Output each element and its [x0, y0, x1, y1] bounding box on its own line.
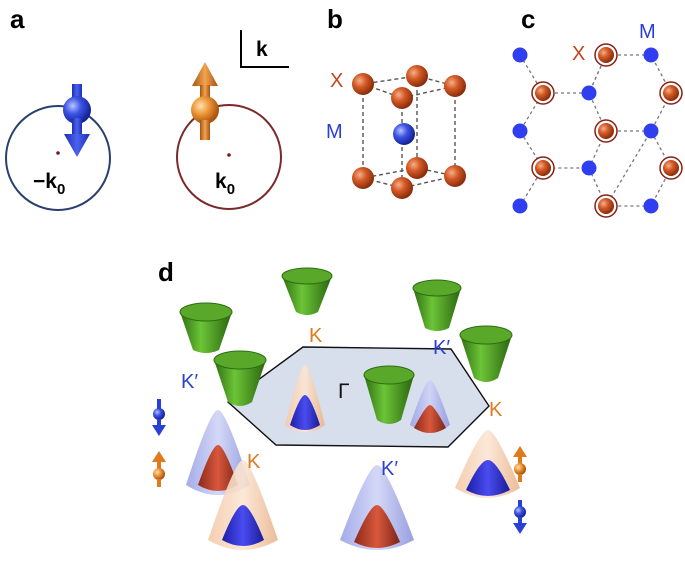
- site-label-x: X: [572, 43, 585, 65]
- valley-label-k-prime: K′: [433, 337, 450, 359]
- panel-b: X M: [326, 65, 466, 199]
- valence-band-cone: [410, 380, 450, 433]
- valley-label-k: K: [489, 399, 503, 421]
- atom-m: [512, 47, 528, 63]
- valence-band-cone: [455, 430, 520, 498]
- conduction-band-cone: [363, 365, 415, 424]
- atom-m: [393, 123, 415, 145]
- panel-label-d: d: [158, 257, 174, 287]
- atom-x: [352, 73, 374, 95]
- site-label-m: M: [326, 121, 343, 143]
- k-axis-label: k: [256, 38, 268, 61]
- conduction-band-cone: [213, 350, 267, 406]
- valley-label-right: k0: [215, 170, 235, 198]
- atom-x-ringed: [531, 81, 555, 105]
- panel-c: X M: [512, 21, 683, 218]
- panel-label-a: a: [10, 4, 25, 34]
- valence-band-cone: [340, 465, 414, 550]
- atom-m: [643, 47, 659, 63]
- atom-m: [512, 123, 528, 139]
- atom-m: [643, 198, 659, 214]
- valley-circle-right: [176, 104, 282, 210]
- valley-label-k: K: [309, 325, 323, 347]
- k-axis-corner: [240, 30, 289, 68]
- atom-x: [406, 65, 428, 87]
- panel-label-c: c: [521, 4, 536, 34]
- atom-x: [444, 165, 466, 187]
- atom-x-ringed: [594, 194, 618, 218]
- atom-x: [391, 87, 413, 109]
- conduction-band-cone: [281, 267, 333, 315]
- atom-m: [643, 123, 659, 139]
- conduction-band-cone: [412, 279, 462, 331]
- atom-x: [391, 177, 413, 199]
- gamma-point-label: Γ: [338, 380, 350, 403]
- conduction-band-cone: [459, 325, 513, 382]
- atom-x: [444, 75, 466, 97]
- panel-label-b: b: [327, 4, 343, 34]
- valley-label-k-prime: K′: [381, 458, 398, 480]
- atom-x: [406, 157, 428, 179]
- spin-up-arrow-icon: [152, 451, 166, 487]
- atom-x: [352, 167, 374, 189]
- site-label-m: M: [639, 21, 656, 43]
- valley-center-dot-left: [56, 151, 60, 155]
- conduction-band-cone: [179, 302, 233, 353]
- valley-circle-left: [5, 105, 111, 211]
- panel-d: Γ K K′ K′ K K K′: [152, 267, 527, 550]
- atom-m: [581, 85, 597, 101]
- valence-band-cone: [285, 365, 325, 433]
- atom-m: [512, 198, 528, 214]
- valley-label-k: K: [247, 451, 261, 473]
- brillouin-zone-hexagon: [226, 346, 490, 448]
- spin-up-arrow-icon: [513, 446, 527, 482]
- valley-label-k-prime: K′: [181, 371, 198, 393]
- spin-down-arrow-icon: [513, 500, 527, 534]
- atom-x-ringed: [659, 81, 683, 105]
- panel-a: k −k0 k0: [5, 30, 289, 211]
- atom-x-ringed: [594, 43, 618, 67]
- atom-x-ringed: [531, 156, 555, 180]
- spin-down-arrow-icon: [152, 399, 166, 436]
- site-label-x: X: [330, 70, 343, 92]
- valley-center-dot-right: [227, 153, 231, 157]
- atom-m: [581, 160, 597, 176]
- spin-up-arrow-icon: [191, 62, 219, 140]
- atom-x-ringed: [659, 156, 683, 180]
- valley-label-left: −k0: [33, 170, 65, 198]
- atom-x-ringed: [594, 119, 618, 143]
- valence-band-cone: [208, 460, 278, 550]
- spin-down-arrow-icon: [63, 84, 91, 157]
